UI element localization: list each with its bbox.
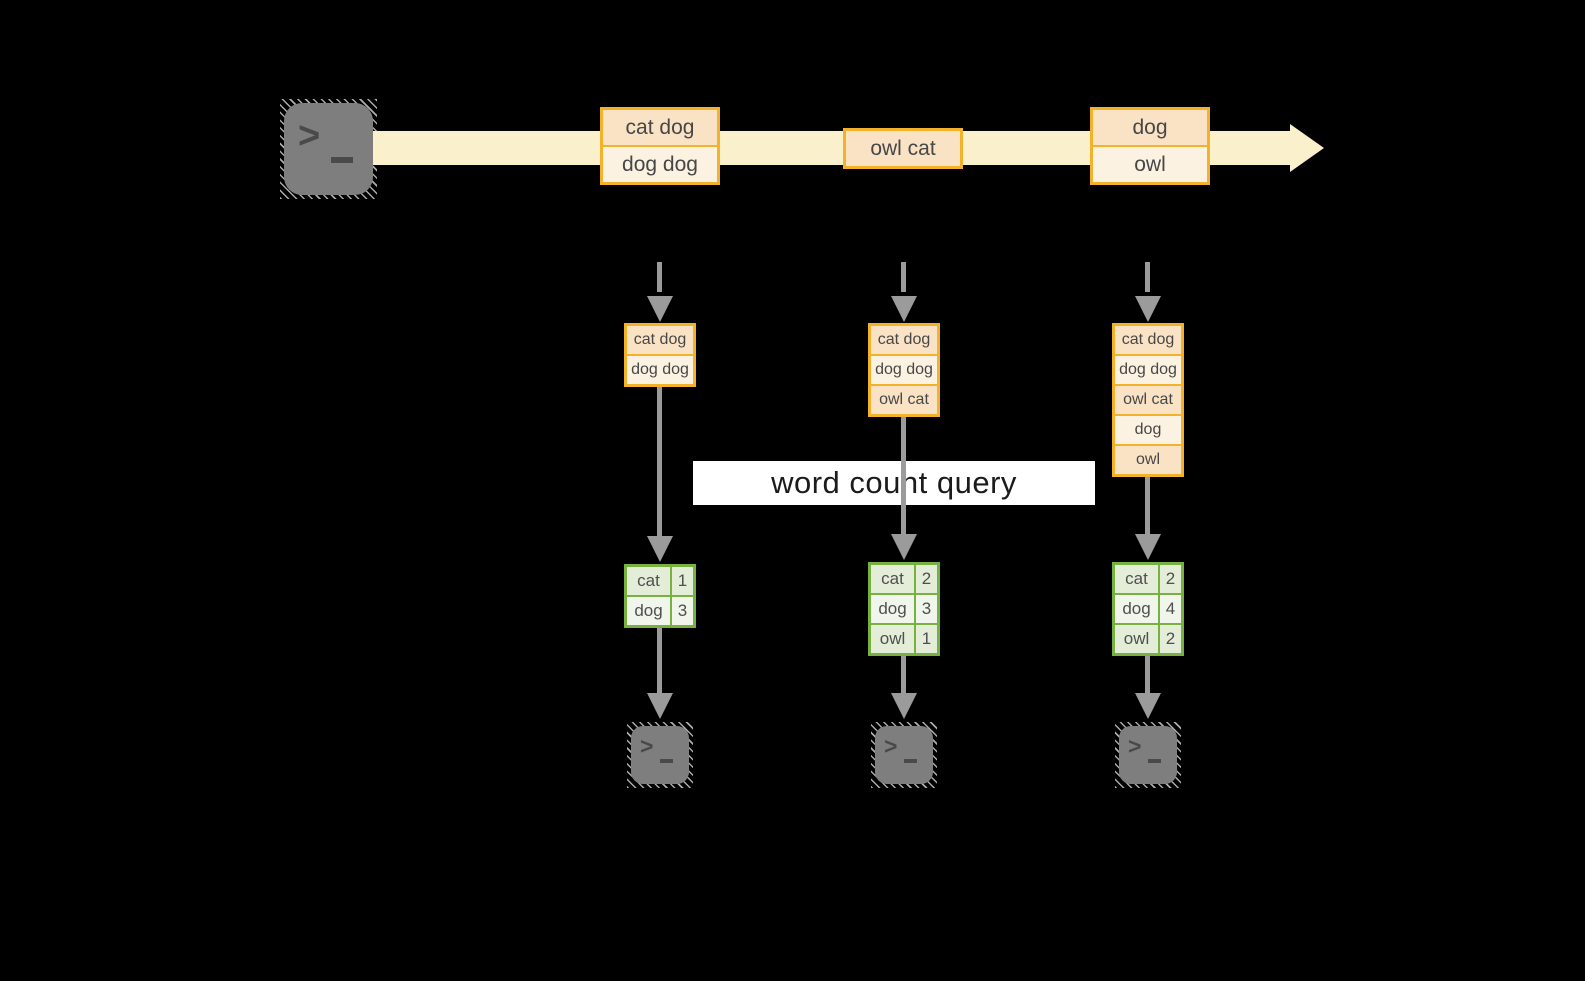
buffer-row: cat dog xyxy=(627,326,693,354)
buffer-row: cat dog xyxy=(871,326,937,354)
output-arrow-head-icon xyxy=(1135,693,1161,719)
terminal-prompt-glyph: > xyxy=(1128,733,1142,759)
query-arrow-shaft xyxy=(657,387,662,537)
stream-arrow-head-icon xyxy=(1290,124,1324,172)
terminal-sink-icon-3: > xyxy=(1115,722,1181,788)
word-cell: cat xyxy=(871,565,914,593)
word-cell: dog xyxy=(871,595,914,623)
count-cell: 4 xyxy=(1160,595,1181,623)
query-label: word count query xyxy=(693,461,1095,505)
buffer-row: owl xyxy=(1115,446,1181,474)
query-arrow-shaft xyxy=(901,417,906,535)
event-row: dog xyxy=(1093,110,1207,145)
count-cell: 3 xyxy=(916,595,937,623)
output-arrow-shaft xyxy=(901,656,906,694)
terminal-body: > xyxy=(875,726,933,784)
terminal-prompt-glyph: > xyxy=(884,733,898,759)
query-arrow-shaft xyxy=(1145,477,1150,535)
buffer-stack-3: cat dog dog dog owl cat dog owl xyxy=(1112,323,1184,477)
word-cell: cat xyxy=(1115,565,1158,593)
output-arrow-head-icon xyxy=(891,693,917,719)
buffer-stack-1: cat dog dog dog xyxy=(624,323,696,387)
buffer-row: owl cat xyxy=(1115,386,1181,414)
terminal-source-icon: > xyxy=(280,99,377,199)
stream-event-batch-1: cat dog dog dog xyxy=(600,107,720,185)
stream-event-batch-2: owl cat xyxy=(843,128,963,169)
terminal-sink-icon-2: > xyxy=(871,722,937,788)
terminal-body: > xyxy=(284,103,373,195)
word-cell: cat xyxy=(627,567,670,595)
query-arrow-head-icon xyxy=(647,536,673,562)
query-arrow-head-icon xyxy=(891,534,917,560)
terminal-body: > xyxy=(631,726,689,784)
terminal-cursor-glyph xyxy=(331,157,353,163)
word-cell: dog xyxy=(1115,595,1158,623)
count-cell: 1 xyxy=(672,567,693,595)
buffer-row: dog dog xyxy=(1115,356,1181,384)
terminal-cursor-glyph xyxy=(1148,759,1161,763)
ingest-arrow-head-icon xyxy=(647,296,673,322)
count-cell: 2 xyxy=(1160,565,1181,593)
terminal-cursor-glyph xyxy=(904,759,917,763)
query-arrow-head-icon xyxy=(1135,534,1161,560)
ingest-arrow-dash xyxy=(657,262,662,292)
ingest-arrow-head-icon xyxy=(1135,296,1161,322)
terminal-prompt-glyph: > xyxy=(298,115,321,157)
result-table-3: cat 2 dog 4 owl 2 xyxy=(1112,562,1184,656)
buffer-row: dog dog xyxy=(627,356,693,384)
output-arrow-head-icon xyxy=(647,693,673,719)
terminal-prompt-glyph: > xyxy=(640,733,654,759)
event-row: dog dog xyxy=(603,147,717,182)
output-arrow-shaft xyxy=(1145,656,1150,694)
result-table-2: cat 2 dog 3 owl 1 xyxy=(868,562,940,656)
event-row: cat dog xyxy=(603,110,717,145)
output-arrow-shaft xyxy=(657,628,662,694)
count-cell: 1 xyxy=(916,625,937,653)
terminal-cursor-glyph xyxy=(660,759,673,763)
word-cell: owl xyxy=(871,625,914,653)
event-row: owl xyxy=(1093,147,1207,182)
ingest-arrow-head-icon xyxy=(891,296,917,322)
ingest-arrow-dash xyxy=(1145,262,1150,292)
count-cell: 2 xyxy=(916,565,937,593)
count-cell: 2 xyxy=(1160,625,1181,653)
count-cell: 3 xyxy=(672,597,693,625)
word-cell: dog xyxy=(627,597,670,625)
terminal-sink-icon-1: > xyxy=(627,722,693,788)
buffer-row: dog dog xyxy=(871,356,937,384)
ingest-arrow-dash xyxy=(901,262,906,292)
stream-event-batch-3: dog owl xyxy=(1090,107,1210,185)
terminal-body: > xyxy=(1119,726,1177,784)
word-cell: owl xyxy=(1115,625,1158,653)
buffer-row: dog xyxy=(1115,416,1181,444)
buffer-stack-2: cat dog dog dog owl cat xyxy=(868,323,940,417)
buffer-row: cat dog xyxy=(1115,326,1181,354)
event-row: owl cat xyxy=(846,131,960,166)
result-table-1: cat 1 dog 3 xyxy=(624,564,696,628)
buffer-row: owl cat xyxy=(871,386,937,414)
